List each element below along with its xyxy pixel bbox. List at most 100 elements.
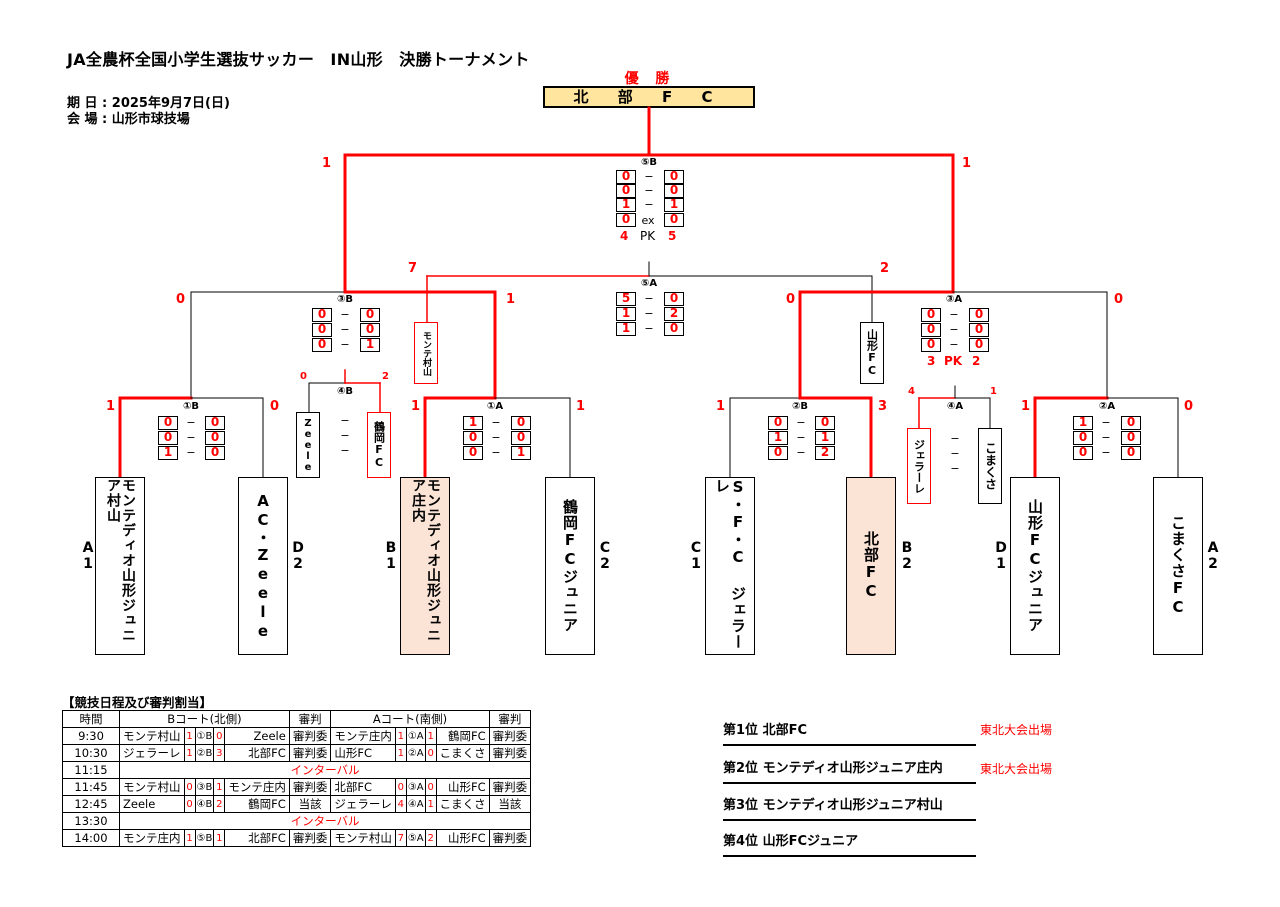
match-5b-ex-label: ex xyxy=(641,214,655,227)
schedule-b-home: ジェラーレ xyxy=(119,744,185,762)
match-3b-right-total: 1 xyxy=(506,292,516,307)
header-b-ref: 審判 xyxy=(288,710,332,728)
dash: − xyxy=(340,323,350,336)
schedule-b-match: ①B xyxy=(194,727,215,745)
header-a-ref: 審判 xyxy=(488,710,532,728)
schedule-b-ref: 当該 xyxy=(288,795,332,813)
match-4b-left-total: 0 xyxy=(300,371,307,382)
schedule-time: 14:00 xyxy=(62,829,120,847)
schedule-a-home: 北部FC xyxy=(330,778,396,796)
match-2a-left-1: 1 xyxy=(1073,416,1093,430)
match-2b-right-2: 1 xyxy=(815,431,835,445)
match-5b-right-ex: 0 xyxy=(664,213,684,227)
dash: − xyxy=(796,446,806,459)
schedule-b-away-score: 3 xyxy=(213,744,226,762)
champion-label: 優 勝 xyxy=(624,71,676,87)
team-a1: モンテディオ山形ジュニア村山 xyxy=(95,477,145,655)
match-5b-right-3: 1 xyxy=(664,198,684,212)
dash: − xyxy=(949,338,959,351)
match-3b-left-2: 0 xyxy=(312,323,332,337)
match-4b-right-total: 2 xyxy=(382,371,389,382)
mini-team-gerare: ジェラーレ xyxy=(907,428,931,504)
schedule-b-away: 鶴岡FC xyxy=(224,795,290,813)
match-3b-left-total: 0 xyxy=(176,292,186,307)
schedule-b-match: ②B xyxy=(194,744,215,762)
seed-d2: D2 xyxy=(290,540,306,572)
team-c2: 鶴岡FCジュニア xyxy=(545,477,595,655)
schedule-b-home-score: 0 xyxy=(183,795,196,813)
match-3a-pk-right: 2 xyxy=(972,354,981,368)
rank-2-note: 東北大会出場 xyxy=(980,762,1053,776)
schedule-b-ref: 審判委 xyxy=(288,744,332,762)
dash: − xyxy=(186,431,196,444)
match-3b-right-3: 1 xyxy=(360,338,380,352)
schedule-a-match: ⑤A xyxy=(405,829,426,847)
schedule-time: 12:45 xyxy=(62,795,120,813)
header-b-court: Bコート(北側) xyxy=(119,710,290,728)
match-1b-left-3: 1 xyxy=(158,446,178,460)
match-5b-left-ex: 0 xyxy=(616,213,636,227)
match-2a-right-2: 0 xyxy=(1121,431,1141,445)
match-5b-pk-left: 4 xyxy=(620,229,629,243)
schedule-a-away-score: 2 xyxy=(424,829,437,847)
schedule-b-home-score: 0 xyxy=(183,778,196,796)
dash: − xyxy=(340,414,350,427)
schedule-a-ref: 審判委 xyxy=(488,727,532,745)
match-3a-right-2: 0 xyxy=(969,323,989,337)
dash: − xyxy=(644,170,654,183)
match-2a-left-total: 1 xyxy=(1021,399,1031,414)
match-3b-left-3: 0 xyxy=(312,338,332,352)
schedule-a-home-score: 1 xyxy=(394,727,407,745)
team-a2: こまくさFC xyxy=(1153,477,1203,655)
schedule-b-home: モンテ村山 xyxy=(119,727,185,745)
dash: − xyxy=(949,323,959,336)
dash: − xyxy=(949,308,959,321)
match-1a-right-3: 1 xyxy=(511,446,531,460)
schedule-b-home-score: 1 xyxy=(183,829,196,847)
match-3b-right-2: 0 xyxy=(360,323,380,337)
match-3a-left-2: 0 xyxy=(921,323,941,337)
match-5b-pk-label: PK xyxy=(640,229,656,243)
match-3b-left-1: 0 xyxy=(312,308,332,322)
header-time: 時間 xyxy=(62,710,120,728)
schedule-a-ref: 当該 xyxy=(488,795,532,813)
schedule-a-ref: 審判委 xyxy=(488,778,532,796)
match-3a-right-total: 0 xyxy=(1114,292,1124,307)
schedule-time: 9:30 xyxy=(62,727,120,745)
schedule-b-match: ④B xyxy=(194,795,215,813)
match-5a-right-3: 0 xyxy=(664,322,684,336)
schedule-a-away: 山形FC xyxy=(435,829,490,847)
match-4b-label: ④B xyxy=(336,386,354,397)
schedule-a-away-score: 1 xyxy=(424,727,437,745)
match-1a-right-1: 0 xyxy=(511,416,531,430)
mini-team-komakusa: こまくさ xyxy=(978,428,1002,504)
match-2a-right-3: 0 xyxy=(1121,446,1141,460)
dash: − xyxy=(340,429,350,442)
dash: − xyxy=(796,431,806,444)
schedule-a-match: ①A xyxy=(405,727,426,745)
match-5b-left-3: 1 xyxy=(616,198,636,212)
dash: − xyxy=(1101,416,1111,429)
match-5b-right-1: 0 xyxy=(664,170,684,184)
match-3b-label: ③B xyxy=(336,294,354,305)
schedule-a-away-score: 0 xyxy=(424,744,437,762)
match-3a-right-1: 0 xyxy=(969,308,989,322)
match-2a-left-2: 0 xyxy=(1073,431,1093,445)
schedule-time: 13:30 xyxy=(62,812,120,830)
match-5b-left-2: 0 xyxy=(616,184,636,198)
schedule-a-home-score: 1 xyxy=(394,744,407,762)
rank-2: 第2位 モンテディオ山形ジュニア庄内 xyxy=(723,756,976,784)
match-5b-left-1: 0 xyxy=(616,170,636,184)
event-venue: 会 場 : 山形市球技場 xyxy=(67,112,190,127)
mini-team-yamagata: 山形FC xyxy=(860,322,884,384)
schedule-interval: インターバル xyxy=(118,761,532,779)
schedule-a-away: こまくさ xyxy=(435,744,490,762)
schedule-b-home-score: 1 xyxy=(183,727,196,745)
schedule-a-match: ②A xyxy=(405,744,426,762)
dash: − xyxy=(340,308,350,321)
team-c1: S・F・C ジェラーレ xyxy=(705,477,755,655)
